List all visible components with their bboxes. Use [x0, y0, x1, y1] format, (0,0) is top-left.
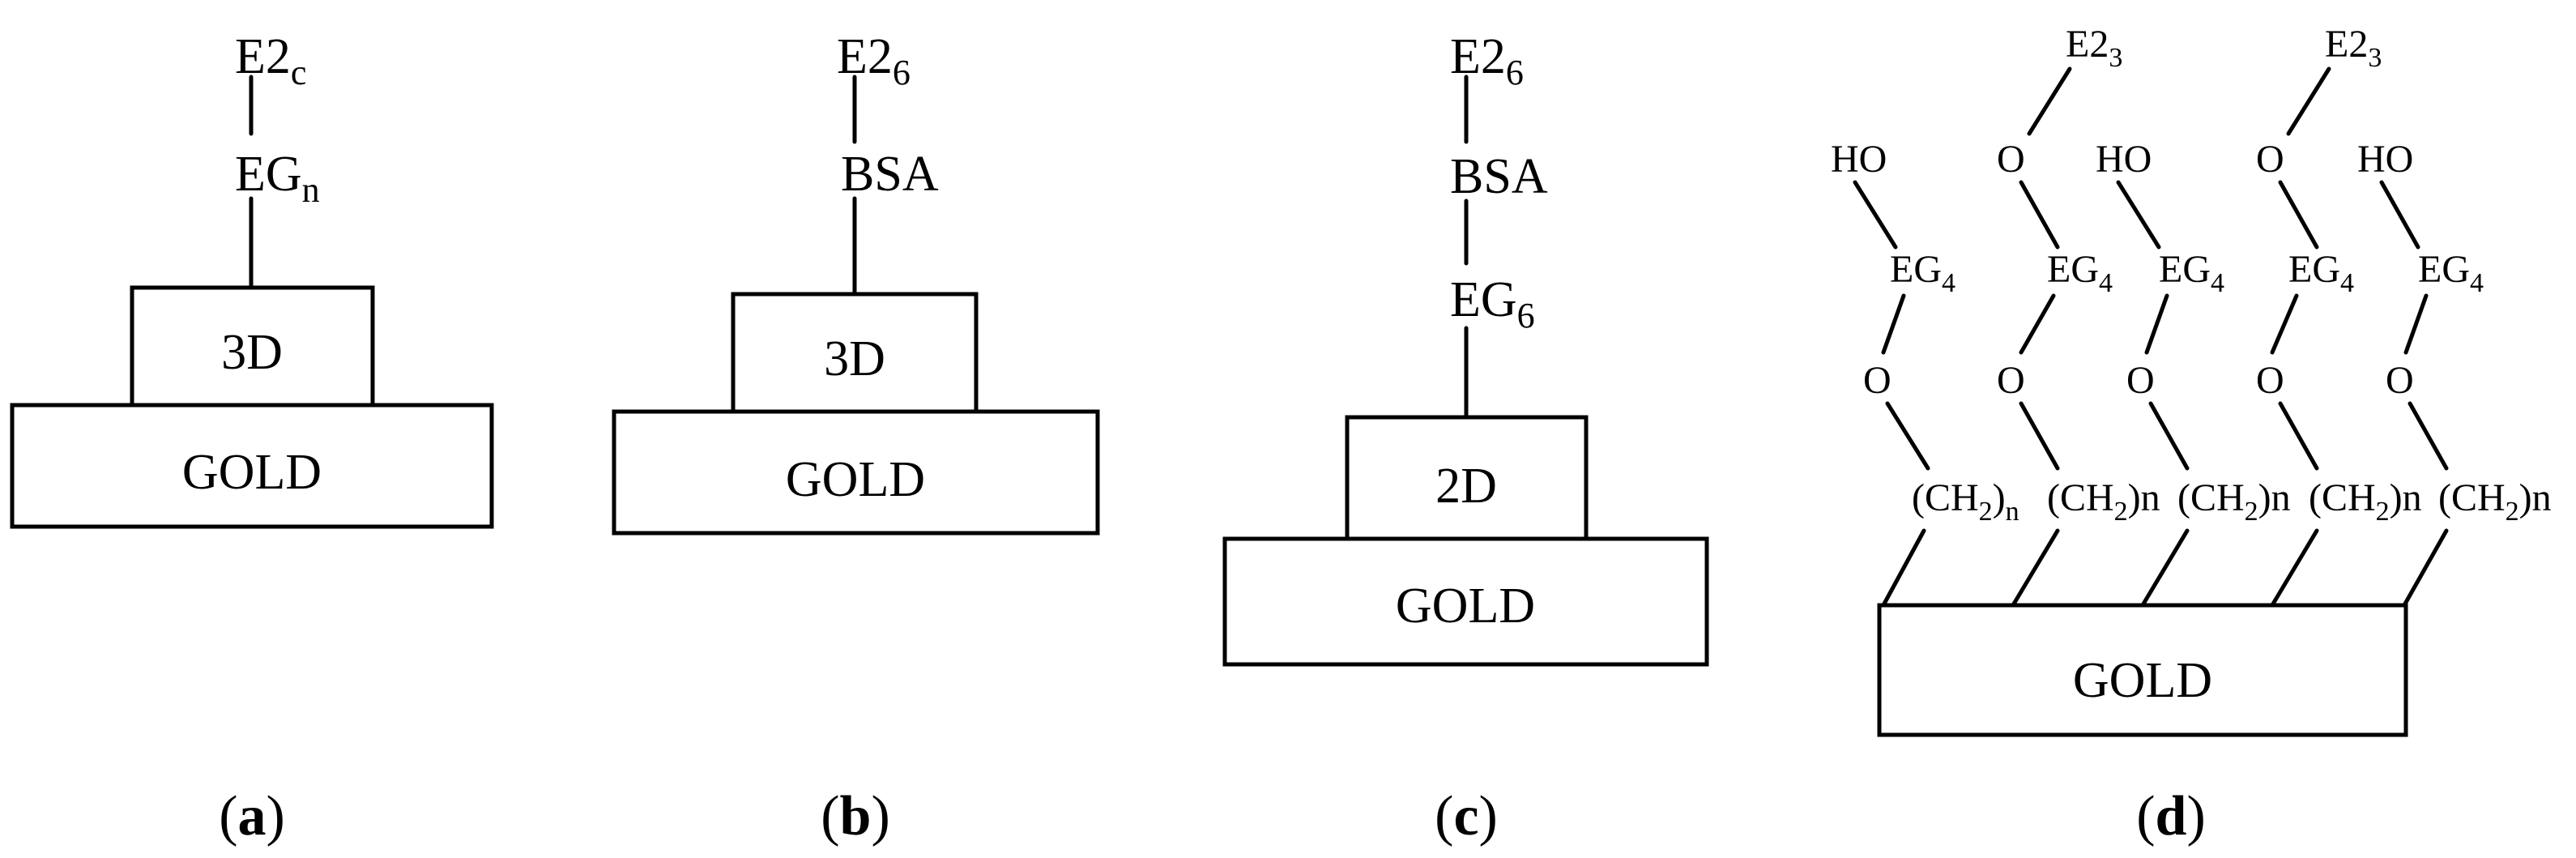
chain-2-anchor [2011, 528, 2060, 608]
panel-a-layer-label: 3D [221, 325, 283, 380]
chain-2: E23 O EG4 O (CH2)n [1997, 23, 2160, 608]
panel-a-top-label: E2c [235, 29, 306, 92]
chain-3-bond-c [2148, 401, 2190, 471]
chain-4-head: E23 [2325, 23, 2382, 73]
chain-1-o: O [1863, 359, 1891, 402]
panel-a-mid-label: EGn [235, 147, 320, 210]
chain-4: E23 O EG4 O (CH2)n [2256, 23, 2422, 608]
panel-b-layer-label: 3D [824, 331, 885, 386]
chain-2-ch2: (CH2)n [2047, 476, 2160, 527]
chain-1-bond-a [1853, 180, 1898, 250]
chain-5: HO EG4 O (CH2)n [2357, 138, 2552, 608]
panel-c-layer-box [1345, 415, 1589, 541]
chain-5-anchor [2402, 528, 2449, 608]
chain-2-o-top: O [1997, 138, 2025, 181]
panel-b-gold-label: GOLD [786, 452, 925, 507]
chain-3-bond-a [2116, 180, 2161, 250]
chain-3-bond-b [2144, 293, 2169, 355]
chain-4-anchor [2270, 528, 2319, 608]
chain-4-o: O [2256, 359, 2284, 402]
panel-d-gold-label: GOLD [2073, 653, 2212, 708]
chain-5-eg: EG4 [2418, 248, 2484, 298]
chain-4-eg: EG4 [2288, 248, 2354, 298]
chain-3-o: O [2126, 359, 2155, 402]
panel-c: E26 BSA EG6 2D GOLD (c) [1222, 29, 1709, 847]
chain-2-eg: EG4 [2047, 248, 2113, 298]
panel-a-gold-label: GOLD [182, 445, 322, 500]
panel-c-gold-label: GOLD [1396, 578, 1535, 634]
chain-5-head: HO [2357, 138, 2413, 181]
chain-5-bond-a [2379, 180, 2420, 250]
chain-2-bond-b [2019, 293, 2056, 355]
panel-b-top-label: E26 [837, 29, 911, 92]
chain-1-bond-b [1881, 293, 1906, 355]
panel-b-layer-box [731, 292, 979, 414]
chain-4-bond-top [2286, 66, 2331, 136]
chain-5-o: O [2386, 359, 2414, 402]
chain-2-head: E23 [2066, 23, 2122, 73]
panel-c-low-label: EG6 [1450, 272, 1535, 335]
panel-a: E2c EGn 3D GOLD (a) [10, 29, 494, 847]
chain-4-o-top: O [2256, 138, 2284, 181]
panel-c-mid-label: BSA [1450, 149, 1548, 204]
chain-1-anchor [1881, 528, 1926, 608]
panel-b: E26 BSA 3D GOLD (b) [612, 29, 1100, 847]
chain-2-bond-a [2019, 180, 2060, 250]
panel-b-caption: (b) [821, 785, 890, 847]
chain-5-ch2: (CH2)n [2438, 476, 2552, 527]
panel-a-layer-box [130, 285, 375, 408]
panel-b-gold-box [612, 409, 1100, 536]
chain-1-ch2: (CH2)n [1912, 476, 2019, 527]
chain-4-ch2: (CH2)n [2309, 476, 2422, 527]
chain-2-bond-top [2027, 66, 2072, 136]
chain-1-eg: EG4 [1890, 248, 1955, 298]
panel-d-caption: (d) [2136, 785, 2206, 847]
chain-3-ch2: (CH2)n [2177, 476, 2291, 527]
chain-5-bond-c [2408, 401, 2449, 471]
chain-3-eg: EG4 [2159, 248, 2224, 298]
chain-5-bond-b [2403, 293, 2429, 355]
panel-d-gold-box [1877, 603, 2408, 737]
panel-b-mid-label: BSA [841, 147, 939, 202]
chain-1: HO EG4 O (CH2)n [1831, 138, 2019, 608]
panel-c-gold-box [1222, 536, 1709, 667]
chain-3: HO EG4 O (CH2)n [2096, 138, 2291, 608]
chain-3-anchor [2140, 528, 2190, 608]
chain-3-head: HO [2096, 138, 2152, 181]
chain-2-o: O [1997, 359, 2025, 402]
chain-4-bond-a [2278, 180, 2319, 250]
panel-c-top-label: E26 [1450, 29, 1524, 92]
panel-c-caption: (c) [1435, 785, 1498, 847]
chain-4-bond-c [2278, 401, 2319, 471]
chain-1-head: HO [1831, 138, 1887, 181]
panel-c-layer-label: 2D [1435, 459, 1497, 514]
panel-a-gold-box [10, 403, 494, 529]
chain-4-bond-b [2270, 293, 2299, 355]
chain-2-bond-c [2019, 401, 2060, 471]
panel-a-caption: (a) [219, 785, 285, 847]
panel-d: GOLD HO EG4 O (CH2)n E23 O EG4 O (CH2)n [1831, 23, 2552, 847]
chain-1-bond-c [1885, 401, 1930, 471]
